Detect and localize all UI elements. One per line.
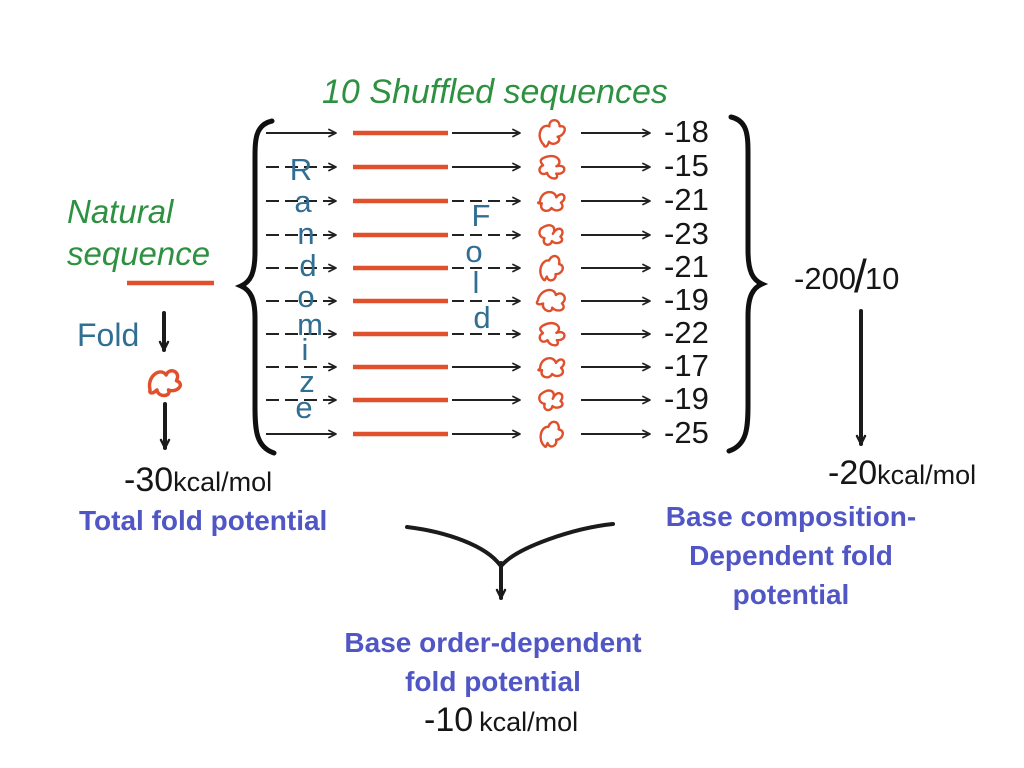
base-order-line2: fold potential: [405, 666, 581, 697]
shuffled-energy-value: -21: [664, 249, 709, 284]
base-order-energy-value: -10: [424, 701, 474, 739]
folded-structure-icon: [538, 224, 564, 246]
randomize-letter: a: [294, 184, 312, 219]
shuffled-energy-value: -23: [664, 216, 709, 251]
base-composition-line3: potential: [732, 579, 850, 610]
randomize-letter: o: [297, 279, 315, 314]
randomize-letter: i: [301, 332, 309, 367]
average-energy-unit: kcal/mol: [877, 460, 977, 490]
natural-sequence-label-line2: sequence: [67, 235, 211, 272]
diagram-title: 10 Shuffled sequences: [322, 73, 668, 111]
folded-structure-icon: [537, 190, 566, 213]
shuffled-energy-value: -25: [664, 415, 709, 450]
fold-letter: l: [472, 265, 480, 300]
shuffled-energy-value: -17: [664, 348, 709, 383]
shuffled-energy-value: -19: [664, 282, 709, 317]
natural-sequence-label-line1: Natural: [67, 193, 174, 230]
average-expression: -200/10: [794, 250, 900, 306]
randomize-letter: d: [299, 248, 317, 283]
natural-energy-unit: kcal/mol: [173, 467, 273, 497]
natural-fold-label: Fold: [77, 317, 140, 353]
fold-letter: F: [471, 198, 491, 233]
randomize-letter: m: [297, 307, 323, 342]
shuffled-energy-value: -18: [664, 114, 709, 149]
folded-structure-icon: [538, 389, 564, 412]
folded-structure-icon: [539, 254, 564, 282]
fold-letter: d: [473, 300, 491, 335]
base-composition-line2: Dependent fold: [689, 540, 893, 571]
average-slash: /: [854, 250, 867, 302]
randomize-letter: n: [297, 216, 315, 251]
base-order-label: Base order-dependent fold potential: [293, 623, 693, 701]
shuffled-energy-value: -22: [664, 315, 709, 350]
left-brace: [234, 118, 277, 456]
randomize-letter: e: [295, 390, 313, 425]
natural-energy-value: -30: [124, 461, 174, 499]
fold-letter: o: [465, 234, 483, 269]
right-brace: [726, 114, 769, 454]
base-composition-label: Base composition- Dependent fold potenti…: [636, 497, 946, 614]
shuffled-energy-value: -15: [664, 148, 709, 183]
base-order-energy-unit: kcal/mol: [479, 707, 579, 737]
folded-structure-icon: [535, 288, 566, 313]
folded-structure-icon: [539, 420, 564, 449]
shuffled-rows-layer: [266, 118, 651, 449]
merge-connector-left: [405, 525, 502, 567]
average-energy-value: -20: [828, 454, 878, 492]
folded-structure-icon: [537, 357, 566, 379]
randomize-letter: R: [289, 152, 313, 187]
base-order-line1: Base order-dependent: [344, 627, 642, 658]
total-fold-potential-label: Total fold potential: [79, 505, 328, 536]
average-denominator: 10: [864, 261, 900, 296]
randomize-letter: z: [299, 364, 315, 399]
folded-structure-icon: [538, 154, 566, 180]
average-numerator: -200: [794, 261, 857, 296]
merge-connector-right: [500, 522, 615, 567]
folded-structure-icon: [538, 321, 566, 347]
shuffled-energy-value: -21: [664, 182, 709, 217]
folded-structure-icon: [538, 118, 566, 148]
base-composition-line1: Base composition-: [665, 501, 917, 532]
natural-folded-structure-icon: [147, 369, 182, 398]
shuffled-energy-value: -19: [664, 381, 709, 416]
